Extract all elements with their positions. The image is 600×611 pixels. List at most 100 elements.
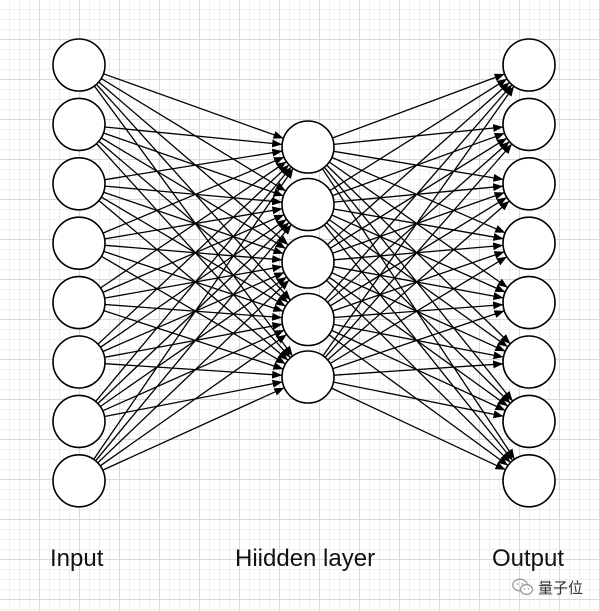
connection-arrow-input-3-to-hidden-2 [104,244,283,264]
connection-arrow-input-1-to-hidden-3 [98,140,289,304]
connection-arrow-input-6-to-hidden-4 [104,379,283,418]
connection-arrow-input-0-to-hidden-1 [100,77,287,192]
connection-arrow-hidden-1-to-output-5 [328,219,509,348]
watermark: 量子位 [512,576,583,598]
connection-arrow-hidden-3-to-output-4 [333,301,504,319]
connection-arrow-input-1-to-hidden-4 [96,143,291,359]
connection-arrow-hidden-4-to-output-4 [332,310,505,370]
nodes [52,38,556,508]
input-node-1 [52,38,106,92]
input-layer-label: Input [50,545,104,572]
connection-arrow-input-7-to-hidden-3 [99,333,288,467]
connection-arrow-input-4-to-hidden-1 [102,214,285,293]
connection-arrow-input-5-to-hidden-4 [104,363,283,379]
connections [93,73,516,471]
connection-arrow-input-0-to-hidden-0 [103,73,284,139]
connection-arrow-hidden-0-to-output-5 [326,164,511,345]
connection-arrow-hidden-1-to-output-6 [326,222,511,404]
connection-arrow-input-5-to-hidden-3 [104,322,283,358]
connection-arrow-hidden-2-to-output-6 [328,276,509,407]
connection-arrow-input-2-to-hidden-1 [104,185,283,206]
connection-arrow-hidden-4-to-output-7 [331,387,506,471]
connection-arrow-input-0-to-hidden-4 [93,85,294,357]
connection-arrow-input-6-to-hidden-0 [95,166,292,402]
connection-arrow-hidden-2-to-output-4 [333,266,504,301]
connection-arrow-input-5-to-hidden-0 [97,164,290,345]
connection-arrow-hidden-0-to-output-0 [332,73,505,139]
hidden-layer-label: Hiidden layer [235,545,376,572]
output-layer-label: Output [492,545,565,572]
connection-arrow-hidden-3-to-output-0 [324,84,513,301]
output-node-6 [502,335,556,389]
connection-arrow-hidden-4-to-output-0 [322,85,515,357]
connection-arrow-hidden-0-to-output-4 [328,161,509,289]
hidden-node-2 [281,177,335,232]
wechat-icon [512,578,534,595]
input-node-3 [52,157,106,211]
output-node-7 [502,394,556,449]
hidden-node-3 [281,235,335,289]
connection-arrow-hidden-1-to-output-1 [332,132,505,197]
connection-arrow-input-3-to-hidden-4 [101,255,286,365]
connection-arrow-input-4-to-hidden-2 [104,264,283,299]
hidden-node-4 [281,292,335,347]
connection-arrow-hidden-4-to-output-5 [333,360,504,376]
connection-arrow-input-7-to-hidden-2 [97,279,290,464]
hidden-node-1 [281,120,335,174]
connection-arrow-hidden-0-to-output-6 [323,166,514,402]
connection-arrow-input-4-to-hidden-4 [103,309,284,370]
input-node-6 [52,335,106,389]
connection-arrow-hidden-0-to-output-3 [331,156,506,234]
output-node-3 [502,157,556,211]
connection-arrow-hidden-1-to-output-2 [333,183,504,203]
connection-arrow-hidden-0-to-output-7 [321,168,516,460]
connection-arrow-input-6-to-hidden-3 [102,329,285,412]
connection-arrow-hidden-2-to-output-5 [331,272,506,352]
output-node-5 [502,275,556,330]
connection-arrow-hidden-4-to-output-2 [327,200,510,361]
output-node-2 [502,97,556,152]
connection-arrow-input-4-to-hidden-0 [100,161,287,289]
connection-arrow-hidden-0-to-output-2 [333,150,504,182]
connection-arrow-hidden-2-to-output-0 [326,81,511,246]
connection-arrow-input-0-to-hidden-2 [98,81,289,246]
connection-arrow-input-2-to-hidden-2 [103,191,284,255]
connection-arrow-hidden-1-to-output-0 [329,78,508,192]
connection-arrow-input-1-to-hidden-1 [103,132,284,197]
hidden-node-5 [281,350,335,404]
output-node-4 [502,216,556,270]
connection-arrow-input-1-to-hidden-0 [104,126,283,148]
connection-arrow-hidden-3-to-output-5 [333,323,504,360]
connection-arrow-hidden-2-to-output-7 [326,279,511,463]
input-node-2 [52,97,106,152]
connection-arrow-hidden-4-to-output-6 [333,381,504,419]
connection-arrow-input-0-to-hidden-3 [95,83,292,301]
connection-arrow-input-2-to-hidden-0 [104,148,283,181]
connection-arrow-hidden-2-to-output-2 [332,191,505,254]
output-node-8 [502,453,556,508]
connection-arrow-hidden-1-to-output-4 [331,214,506,293]
connection-arrow-input-3-to-hidden-3 [103,250,284,312]
connection-arrow-input-7-to-hidden-0 [93,168,294,460]
connection-arrow-input-1-to-hidden-2 [100,137,287,250]
connection-arrow-input-5-to-hidden-2 [102,271,285,353]
connection-arrow-input-3-to-hidden-0 [102,156,285,234]
connection-arrow-hidden-3-to-output-6 [331,329,506,412]
connection-arrow-hidden-3-to-output-7 [328,334,509,467]
connection-arrow-input-7-to-hidden-1 [95,224,292,462]
input-node-5 [52,275,106,330]
connection-arrow-input-2-to-hidden-3 [101,196,286,307]
connection-arrow-input-7-to-hidden-4 [102,387,285,471]
watermark-text: 量子位 [538,578,584,597]
output-node-1 [502,38,556,92]
input-node-4 [52,216,106,270]
connection-arrow-hidden-0-to-output-1 [333,124,504,146]
connection-arrow-hidden-4-to-output-3 [329,256,508,365]
connection-arrow-hidden-4-to-output-1 [324,143,513,358]
connection-arrow-input-2-to-hidden-4 [98,200,289,361]
connection-arrow-hidden-1-to-output-7 [323,224,514,461]
input-node-8 [52,453,106,508]
input-node-7 [52,394,106,449]
